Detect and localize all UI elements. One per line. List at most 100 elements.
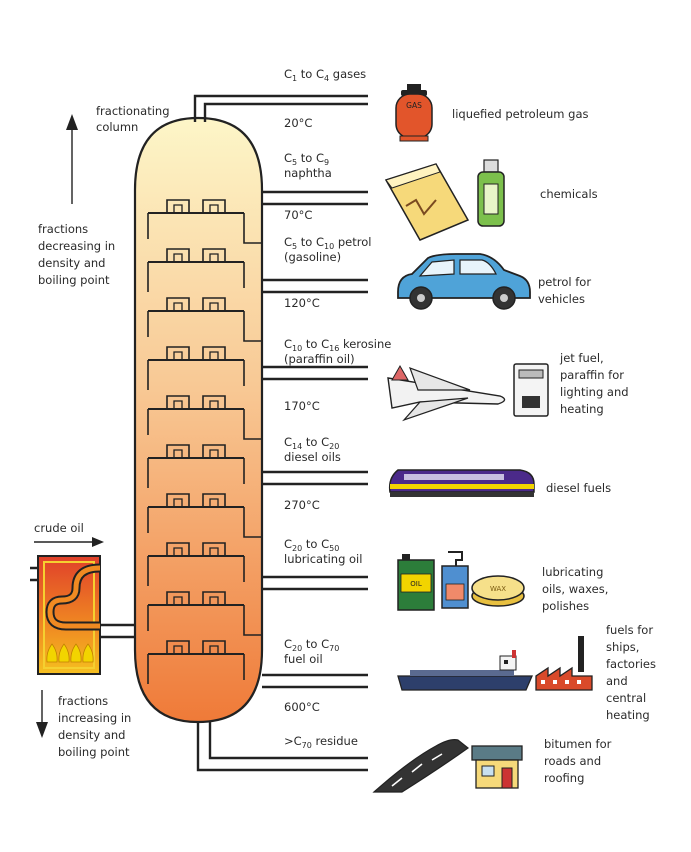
bottle-icon [477, 159, 505, 227]
down-arrow-icon [36, 690, 48, 738]
tray [147, 346, 245, 390]
bubble-cap [202, 640, 226, 653]
gas-cylinder-icon: GAS [395, 84, 433, 142]
use-label: paraffin for [560, 368, 624, 382]
use-label: fuels for [606, 623, 653, 637]
increasing-label-line: increasing in [58, 711, 131, 725]
bubble-cap [166, 591, 190, 604]
temperature-label: 270°C [284, 498, 320, 512]
tray [147, 297, 262, 342]
column-label-line: fractionating [96, 104, 170, 118]
fraction-label: C1 to C4 gases [284, 67, 366, 83]
ship-icon [397, 650, 533, 691]
fraction-label-line2: diesel oils [284, 450, 341, 464]
use-label: roads and [544, 754, 601, 768]
use-label: heating [606, 708, 650, 722]
use-label: petrol for [538, 275, 591, 289]
flame-icon [46, 643, 94, 663]
fraction-label: C5 to C9 [284, 151, 329, 167]
use-label: heating [560, 402, 604, 416]
polish-dispenser-icon [441, 551, 469, 609]
bubble-cap [202, 395, 226, 408]
gas-label: GAS [406, 101, 422, 110]
bubble-cap [166, 542, 190, 555]
train-icon [388, 469, 535, 497]
bubble-cap [166, 395, 190, 408]
fraction-label-line2: fuel oil [284, 652, 323, 666]
bubble-cap [202, 346, 226, 359]
wax-tin-icon: WAX [471, 575, 525, 607]
use-label: ships, [606, 640, 639, 654]
decreasing-label-line: fractions [38, 222, 88, 236]
increasing-label-line: boiling point [58, 745, 130, 759]
furnace-icon [37, 555, 101, 675]
use-label: vehicles [538, 292, 585, 306]
fractionating-column [133, 116, 264, 724]
oil-can-icon: OIL [397, 554, 435, 611]
bubble-cap-trays [147, 199, 262, 684]
use-label: factories [606, 657, 656, 671]
temperature-labels: 20°C 70°C 120°C 170°C 270°C 600°C [284, 116, 320, 714]
decreasing-label-line: decreasing in [38, 239, 115, 253]
tray [147, 444, 245, 488]
decreasing-label-line: boiling point [38, 273, 110, 287]
tray [147, 395, 262, 440]
use-label: lubricating [542, 565, 603, 579]
increasing-label-line: density and [58, 728, 125, 742]
right-arrow-icon [34, 537, 104, 547]
temperature-label: 20°C [284, 116, 312, 130]
heater-icon [513, 363, 549, 417]
jet-plane-icon [387, 364, 506, 422]
temperature-label: 120°C [284, 296, 320, 310]
fraction-label: >C70 residue [284, 734, 358, 750]
fraction-label: C20 to C70 [284, 637, 339, 653]
bubble-cap [202, 591, 226, 604]
bubble-cap [202, 248, 226, 261]
tray [147, 591, 262, 636]
tray [147, 542, 245, 586]
fraction-label: C14 to C20 [284, 435, 339, 451]
fraction-label-line2: lubricating oil [284, 552, 362, 566]
temperature-label: 170°C [284, 399, 320, 413]
use-label: jet fuel, [559, 351, 604, 365]
fraction-label: C5 to C10 petrol [284, 235, 371, 251]
road-icon [372, 739, 469, 793]
bubble-cap [166, 297, 190, 310]
bubble-cap [202, 493, 226, 506]
column-label: fractionating column [96, 104, 170, 134]
temperature-label: 600°C [284, 700, 320, 714]
use-label: oils, waxes, [542, 582, 608, 596]
chemical-bag-icon [384, 163, 470, 241]
tray [147, 493, 262, 538]
bubble-cap [166, 640, 190, 653]
use-label: central [606, 691, 646, 705]
use-label: liquefied petroleum gas [452, 107, 588, 121]
bubble-cap [202, 297, 226, 310]
factory-icon [535, 636, 593, 691]
use-label: diesel fuels [546, 481, 611, 495]
increasing-label-line: fractions [58, 694, 108, 708]
decreasing-label: fractions decreasing in density and boil… [38, 222, 115, 287]
up-arrow-icon [66, 114, 78, 204]
tray [147, 248, 245, 292]
tray [147, 199, 262, 244]
bubble-cap [202, 199, 226, 212]
fraction-label-line2: (gasoline) [284, 250, 341, 264]
fraction-label: C20 to C50 [284, 537, 339, 553]
increasing-label: fractions increasing in density and boil… [58, 694, 131, 759]
bubble-cap [166, 493, 190, 506]
use-label: lighting and [560, 385, 629, 399]
temperature-label: 70°C [284, 208, 312, 222]
bubble-cap [166, 248, 190, 261]
use-label: and [606, 674, 628, 688]
car-icon [397, 253, 531, 310]
use-label: chemicals [540, 187, 598, 201]
fraction-label-line2: (paraffin oil) [284, 352, 355, 366]
bubble-cap [202, 542, 226, 555]
crude-oil-label: crude oil [34, 521, 84, 535]
use-label: polishes [542, 599, 589, 613]
use-labels: liquefied petroleum gas chemicals petrol f… [452, 107, 656, 785]
bubble-cap [166, 346, 190, 359]
